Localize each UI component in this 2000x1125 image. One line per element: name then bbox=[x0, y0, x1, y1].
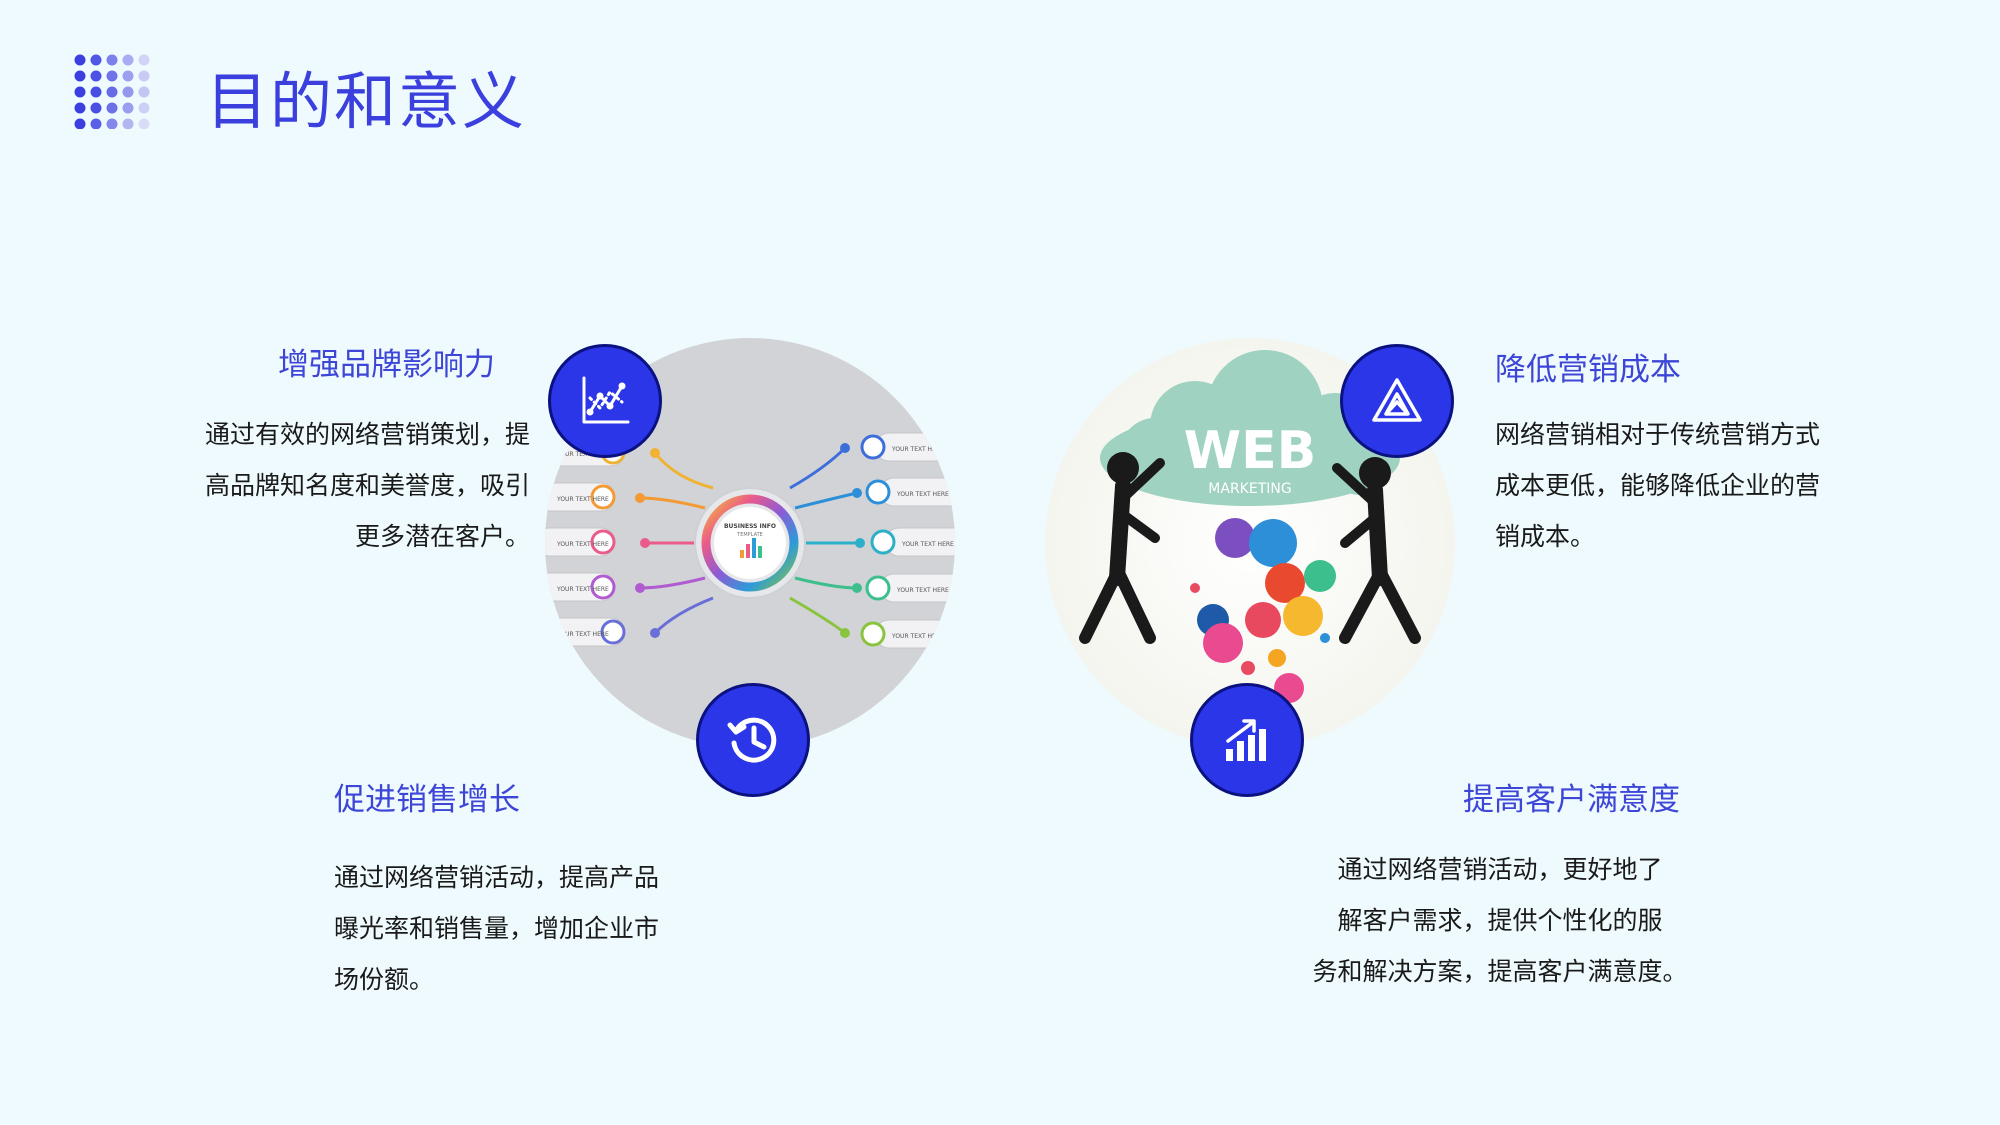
heading-reduce-cost: 降低营销成本 bbox=[1495, 352, 1681, 388]
web-marketing-image: WEB MARKETING bbox=[1045, 338, 1455, 748]
badge-history-clock bbox=[696, 683, 810, 797]
text-line: 曝光率和销售量，增加企业市 bbox=[334, 914, 660, 943]
text-line: 通过网络营销活动，更好地了 bbox=[1337, 855, 1663, 884]
heading-brand-influence: 增强品牌影响力 bbox=[278, 347, 495, 383]
svg-text:YOUR TEXT HERE: YOUR TEXT HERE bbox=[556, 586, 609, 593]
triangle-logo-icon bbox=[1372, 378, 1422, 422]
text-line: 务和解决方案，提高客户满意度。 bbox=[1312, 957, 1688, 986]
svg-text:YOUR TEXT HERE: YOUR TEXT HERE bbox=[896, 491, 949, 498]
text-line: 成本更低，能够降低企业的营 bbox=[1495, 471, 1821, 500]
text-line: 通过网络营销活动，提高产品 bbox=[334, 863, 660, 892]
text-customer-satisfaction: 通过网络营销活动，更好地了 解客户需求，提供个性化的服 务和解决方案，提高客户满… bbox=[1290, 844, 1710, 997]
heading-sales-growth: 促进销售增长 bbox=[334, 782, 520, 818]
text-line: 高品牌知名度和美誉度，吸引 bbox=[204, 471, 530, 500]
web-marketing-illustration: WEB MARKETING bbox=[1079, 350, 1421, 703]
infographic-center-title: BUSINESS INFO bbox=[724, 523, 776, 530]
svg-text:YOUR TEXT HERE: YOUR TEXT HERE bbox=[891, 633, 944, 640]
text-line: 场份额。 bbox=[334, 965, 435, 994]
text-line: 销成本。 bbox=[1495, 522, 1596, 551]
infographic-center-sub: TEMPLATE bbox=[736, 532, 763, 538]
badge-triangle-logo bbox=[1340, 344, 1454, 458]
text-line: 解客户需求，提供个性化的服 bbox=[1337, 906, 1663, 935]
history-clock-icon bbox=[727, 717, 777, 763]
svg-text:YOUR TEXT HERE: YOUR TEXT HERE bbox=[556, 496, 609, 503]
cloud-subtitle: MARKETING bbox=[1208, 481, 1291, 497]
badge-line-chart bbox=[548, 344, 662, 458]
svg-text:YOUR TEXT HERE: YOUR TEXT HERE bbox=[556, 451, 609, 458]
text-sales-growth: 通过网络营销活动，提高产品 曝光率和销售量，增加企业市 场份额。 bbox=[334, 852, 754, 1005]
cloud-title: WEB bbox=[1184, 421, 1317, 481]
line-chart-icon bbox=[582, 376, 630, 424]
text-line: 网络营销相对于传统营销方式 bbox=[1495, 420, 1821, 449]
infographic-illustration: YOUR TEXT HERE YOUR TEXT HERE YOUR TEXT … bbox=[545, 432, 955, 649]
svg-text:YOUR TEXT HERE: YOUR TEXT HERE bbox=[556, 541, 609, 548]
svg-text:YOUR TEXT HERE: YOUR TEXT HERE bbox=[901, 541, 954, 548]
bar-growth-icon bbox=[1226, 719, 1266, 761]
text-brand-influence: 通过有效的网络营销策划，提 高品牌知名度和美誉度，吸引 更多潜在客户。 bbox=[138, 409, 530, 562]
infographic-image: YOUR TEXT HERE YOUR TEXT HERE YOUR TEXT … bbox=[545, 338, 955, 748]
badge-bar-growth bbox=[1190, 683, 1304, 797]
text-reduce-cost: 网络营销相对于传统营销方式 成本更低，能够降低企业的营 销成本。 bbox=[1495, 409, 1915, 562]
page-title: 目的和意义 bbox=[206, 65, 527, 138]
heading-customer-satisfaction: 提高客户满意度 bbox=[1463, 782, 1680, 818]
svg-text:YOUR TEXT HERE: YOUR TEXT HERE bbox=[556, 631, 609, 638]
svg-text:YOUR TEXT HERE: YOUR TEXT HERE bbox=[896, 587, 949, 594]
dot-grid-decoration bbox=[74, 54, 150, 129]
text-line: 更多潜在客户。 bbox=[354, 522, 530, 551]
text-line: 通过有效的网络营销策划，提 bbox=[204, 420, 530, 449]
svg-text:YOUR TEXT HERE: YOUR TEXT HERE bbox=[891, 446, 944, 453]
